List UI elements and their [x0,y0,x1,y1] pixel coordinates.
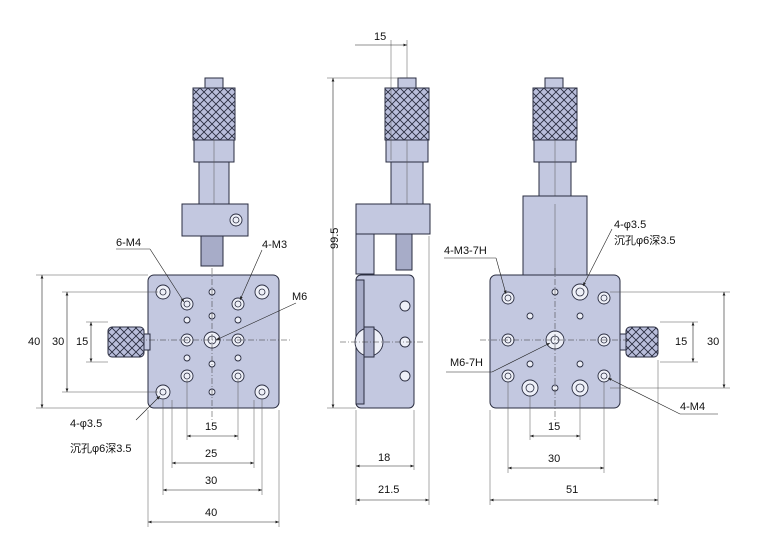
front-label-m6: M6 [292,291,307,303]
front-dim-40: 40 [205,507,217,519]
back-dim-30-vertical: 30 [707,336,719,348]
back-view: 30 15 15 30 51 4-M3-7H M6-7H 4-φ3.5 沉孔φ6… [444,77,730,505]
back-label-4-m4: 4-M4 [680,401,705,413]
front-label-4-m3: 4-M3 [262,239,287,251]
back-dim-30: 30 [548,453,560,465]
back-micrometer-knob [532,87,578,141]
front-dim-30: 30 [205,475,217,487]
lock-knob-right [625,326,659,358]
front-label-counterbore: 沉孔φ6深3.5 [70,442,132,455]
back-holes [501,283,611,397]
front-dim-25: 25 [205,448,217,460]
back-label-m6-7h: M6-7H [450,357,483,369]
back-label-counterbore: 沉孔φ6深3.5 [614,234,676,247]
side-dim-18: 18 [378,452,390,464]
front-label-4-phi3-5: 4-φ3.5 [70,418,102,430]
bracket-screw [229,213,243,227]
side-micrometer-knob [384,87,430,141]
micrometer-tip [204,77,224,89]
side-dim-15: 15 [374,31,386,43]
front-view: 40 30 15 15 25 30 40 6-M4 4-M3 M6 [28,77,307,527]
side-bracket [355,203,431,235]
front-dim-40-vertical: 40 [28,336,40,348]
side-dim-99-5: 99.5 [329,228,341,249]
side-view: 15 99.5 18 21.5 [327,31,431,505]
back-dim-15-vertical: 15 [675,336,687,348]
back-label-4-m3-7h: 4-M3-7H [444,245,487,257]
front-holes [155,284,270,400]
side-dim-21-5: 21.5 [378,484,399,496]
back-dim-15: 15 [548,421,560,433]
front-dim-15: 15 [205,421,217,433]
micrometer-knurled-knob [192,87,236,141]
lock-knob-left [107,326,145,358]
back-label-4-phi3-5: 4-φ3.5 [614,219,646,231]
front-dim-30-vertical: 30 [52,336,64,348]
front-dim-15-vertical: 15 [76,336,88,348]
front-label-6-m4: 6-M4 [116,237,141,249]
back-dim-51: 51 [566,484,578,496]
